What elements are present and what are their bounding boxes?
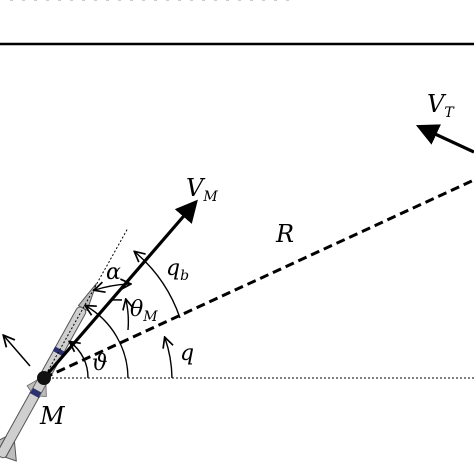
missile-velocity-vector [42, 199, 198, 380]
label-vm: VM [186, 174, 218, 205]
label-theta-m: θM [130, 297, 158, 325]
label-range: R [275, 220, 294, 248]
label-alpha: α [106, 260, 121, 285]
arc-theta-m-main [126, 300, 128, 331]
missile-body-axis [43, 227, 129, 379]
missile-normal-arrow [4, 336, 31, 367]
arc-qb [135, 252, 181, 319]
line-of-sight [43, 178, 474, 380]
arc-alpha [95, 284, 130, 290]
label-q: q [180, 341, 194, 366]
label-m: M [39, 402, 66, 430]
missile-center-point [37, 371, 51, 385]
label-theta: ϑ [92, 351, 108, 376]
arc-q [165, 338, 172, 379]
label-qb: qb [166, 256, 189, 284]
target-velocity-vector [415, 124, 474, 154]
arc-theta-inner [70, 342, 89, 379]
arc-theta [86, 306, 129, 379]
label-vt: VT [427, 90, 455, 121]
